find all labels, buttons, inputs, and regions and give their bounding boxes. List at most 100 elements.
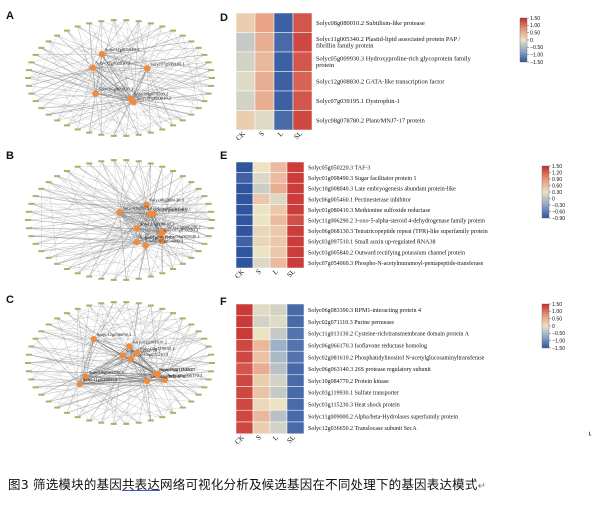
network-edge	[95, 93, 205, 102]
heatmap-cell	[235, 327, 254, 340]
network-node	[54, 34, 61, 37]
heatmap-cell	[286, 182, 305, 195]
network-edge	[57, 175, 147, 205]
network-edge	[126, 303, 139, 424]
network-edge	[89, 23, 131, 99]
network-edge	[136, 204, 147, 229]
network-hub-label: Solyc01g098490.3	[153, 207, 188, 212]
network-node	[208, 84, 215, 87]
network-node	[28, 378, 35, 381]
network-edge	[147, 68, 163, 130]
network-edge	[31, 211, 212, 237]
heatmap-cell	[269, 214, 288, 226]
network-hub-node	[157, 231, 164, 238]
network-edge	[85, 376, 148, 382]
network-hub-label: Solyc10g008040.3	[140, 221, 175, 226]
network-hub-label: Solyc05g050220.3	[164, 228, 199, 233]
network-hub-label: Solyc11g006290.2	[166, 225, 201, 230]
network-node	[54, 317, 61, 320]
network-hub-node	[119, 352, 126, 359]
heatmap-column-label: CK	[233, 268, 246, 281]
network-node	[205, 345, 212, 348]
network-edge	[126, 20, 139, 135]
network-edge	[79, 339, 94, 385]
network-hub-node	[126, 343, 133, 350]
network-edge	[101, 20, 127, 55]
network-edge	[119, 160, 127, 213]
network-edge	[57, 354, 212, 408]
heatmap-cell	[286, 225, 305, 237]
network-edge	[147, 68, 174, 126]
network-edge	[31, 62, 96, 94]
heatmap-cell	[235, 172, 254, 184]
network-node	[38, 393, 45, 396]
network-edge	[172, 30, 205, 102]
network-node	[201, 242, 208, 245]
network-hub-node	[133, 239, 141, 246]
heatmap-cell	[254, 51, 275, 72]
network-hub-label: Solyc08g078780.2	[134, 92, 169, 97]
network-edge	[147, 68, 199, 109]
network-edge	[133, 41, 192, 103]
network-edge	[89, 359, 131, 421]
network-edge	[119, 212, 163, 274]
network-edge	[35, 308, 163, 388]
network-node	[170, 312, 177, 315]
network-edge	[57, 35, 102, 55]
network-edge	[101, 380, 148, 423]
network-edge	[136, 188, 199, 229]
heatmap-cell	[273, 90, 294, 111]
network-node	[188, 256, 195, 259]
heatmap-cell	[235, 204, 254, 216]
network-edges	[27, 20, 213, 137]
network-node	[208, 370, 215, 373]
network-edge	[57, 362, 213, 408]
network-edge	[146, 204, 161, 235]
network-edge	[113, 20, 148, 69]
network-edge	[130, 303, 139, 360]
network-edge	[77, 380, 148, 418]
network-edge	[101, 21, 131, 99]
network-edge	[35, 195, 147, 205]
network-edge	[79, 383, 139, 423]
network-hub-label: Solyc02g081610.2	[132, 339, 167, 344]
network-edge	[27, 338, 205, 364]
network-edge	[119, 212, 137, 243]
network-edge	[149, 163, 151, 215]
network-edge	[31, 203, 147, 205]
heatmap-row-label: Solyc02g071110.3 Purine permease	[308, 320, 394, 326]
network-node	[74, 165, 81, 168]
network-edge	[48, 41, 148, 69]
network-node	[25, 210, 32, 213]
network-node	[32, 100, 39, 103]
heatmap-row-label: Solyc10g084770.2 Protein kinase	[308, 379, 389, 385]
network-edge	[164, 379, 205, 388]
heatmap-cell	[235, 161, 254, 173]
heatmap-row-label: Solyc03g005840.2 Outward rectifying pota…	[308, 249, 465, 256]
network-node	[195, 330, 202, 333]
network-edge	[41, 47, 93, 68]
network-edge	[95, 93, 102, 135]
network-node	[63, 124, 70, 127]
network-edge	[35, 93, 96, 102]
heatmap-cell	[269, 225, 288, 237]
heatmap-column-label: L	[271, 268, 280, 277]
network-edge	[93, 338, 138, 354]
heatmap-cell	[292, 110, 313, 131]
network-edge	[101, 161, 183, 264]
network-edge	[136, 240, 163, 243]
heatmap-legend-label: 0.60	[552, 183, 562, 189]
network-edge	[133, 21, 139, 103]
network-hub-label: Solyc11g009000.2	[83, 377, 118, 382]
network-edge	[28, 227, 164, 232]
heatmap-cell	[252, 257, 271, 269]
network-edge	[48, 245, 146, 259]
network-edge	[147, 68, 209, 94]
network-edge	[92, 67, 213, 79]
network-node	[209, 77, 215, 79]
network-node	[170, 29, 177, 32]
network-edge	[27, 77, 96, 94]
heatmap-cell	[235, 246, 254, 258]
heatmap-cell	[252, 235, 271, 248]
network-edge	[129, 308, 163, 347]
